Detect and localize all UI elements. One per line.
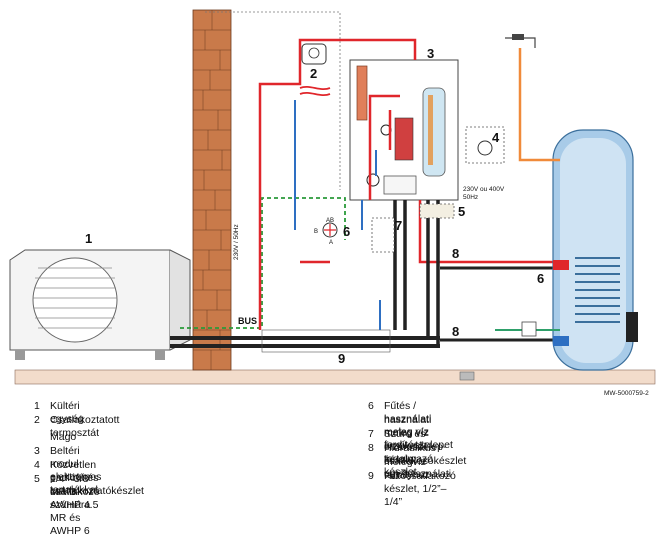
- power-label-indoor: 230V / 50Hz: [233, 224, 240, 260]
- legend-number: 2: [34, 414, 40, 426]
- power-label-module-1: 230V ou 400V: [463, 186, 505, 193]
- diverter-valve: [322, 222, 338, 238]
- bus-line: [180, 197, 346, 329]
- cold-water-inlet: [495, 321, 560, 337]
- legend-text: használati meleg víz érzékelőt tartalmaz…: [384, 414, 434, 478]
- callout-8-upper: 8: [452, 246, 459, 261]
- bus-label: BUS: [238, 316, 257, 326]
- legend-text: Fűtés / használati meleg víz fordítószel…: [384, 400, 453, 464]
- legend-number: 1: [34, 400, 40, 412]
- callout-9: 9: [338, 351, 345, 366]
- legend-number: 8: [368, 442, 374, 454]
- legend-number: 7: [368, 428, 374, 440]
- callout-3: 3: [427, 46, 434, 61]
- drain: [459, 371, 475, 381]
- callout-7: 7: [395, 218, 402, 233]
- legend-text: Hidraulikus csatlakozókészlet egy haszná…: [384, 442, 467, 480]
- legend-text: Kültéri egység: [50, 400, 84, 425]
- legend-text: Beltéri modul elektromos tartalékkal: [50, 445, 102, 496]
- legend-text: MR-3 számára: [50, 486, 91, 511]
- heating-flow-pipes: [258, 38, 560, 330]
- dhw-tank: [552, 129, 638, 371]
- reference-code: MW-5000759-2: [604, 390, 649, 397]
- outdoor-unit: [9, 249, 191, 360]
- legend-number: 9: [368, 470, 374, 482]
- valve-letter-b: B: [314, 229, 318, 235]
- callout-1: 1: [85, 231, 92, 246]
- callout-5: 5: [458, 204, 465, 219]
- valve-letter-ab: AB: [326, 218, 334, 224]
- valve-letter-a: A: [329, 240, 333, 246]
- legend-text: Mago: [50, 431, 77, 443]
- refrigerant-pipes: [170, 329, 440, 353]
- underfloor-kit: [465, 126, 505, 164]
- legend-number: 6: [368, 400, 374, 412]
- connector-kit-5: [419, 203, 455, 219]
- legend-number: 5: [34, 473, 40, 485]
- heating-return-pipes: [294, 100, 381, 330]
- indoor-module: [349, 59, 459, 201]
- legend-number: 3: [34, 445, 40, 457]
- callout-4: 4: [492, 130, 500, 145]
- thermostat-wiring: [205, 11, 341, 190]
- legend-number: 4: [34, 459, 40, 471]
- callout-2: 2: [310, 66, 317, 81]
- power-label-module-2: 50Hz: [463, 194, 478, 201]
- dhw-outlet: [505, 34, 560, 162]
- callout-6: 6: [343, 224, 350, 239]
- callout-6-tank: 6: [537, 271, 544, 286]
- floor: [14, 369, 656, 385]
- callout-8-lower: 8: [452, 324, 459, 339]
- filter-kit: [371, 217, 395, 253]
- legend-text: Hűtőcsatlakozó készlet, 1/2”–1/4”: [384, 470, 456, 508]
- legend-text: melegvíz-tartályhoz: [384, 456, 430, 481]
- legend-text: Szűrő és elzárószelep-készlet: [384, 428, 447, 466]
- thermostat: [299, 43, 331, 97]
- installation-diagram: 1 2 3 4 5 6 6 7 8 8 9 BUS 230V / 50Hz 23…: [9, 9, 656, 397]
- legend-text: Csatlakoztatott termosztát: [50, 414, 120, 439]
- legend-text: Közvetlen padlófűtés csatlakoztatókészle…: [50, 459, 144, 497]
- legend: 1 Kültéri egység 2 Csatlakoztatott termo…: [0, 400, 668, 537]
- brick-wall: [192, 9, 232, 371]
- hydraulic-connections: [393, 200, 440, 346]
